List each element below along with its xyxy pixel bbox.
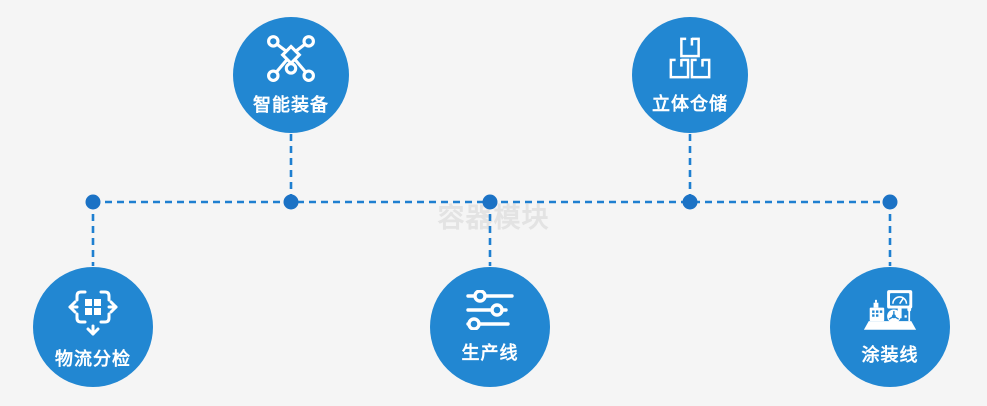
node-label: 智能装备 [253,94,329,115]
node-label: 生产线 [461,342,519,363]
junction-dot [283,194,299,210]
node-label: 涂装线 [861,345,919,365]
node-label: 物流分检 [55,348,131,369]
node-label: 立体仓储 [652,93,728,114]
junction-dot [482,194,498,210]
network-nodes-icon [267,34,315,82]
sorting-arrows-icon [68,290,118,335]
junction-dot [85,194,101,210]
junction-dot [882,194,898,210]
control-station-icon [863,290,917,330]
node-painting-line: 涂装线 [830,267,950,387]
node-logistics-sorting: 物流分检 [33,267,153,387]
sliders-icon [466,289,514,330]
node-smart-equipment: 智能装备 [233,17,349,133]
node-production-line: 生产线 [430,267,550,387]
node-warehouse: 立体仓储 [632,17,748,133]
junction-dot [682,194,698,210]
stacked-boxes-icon [669,36,711,78]
